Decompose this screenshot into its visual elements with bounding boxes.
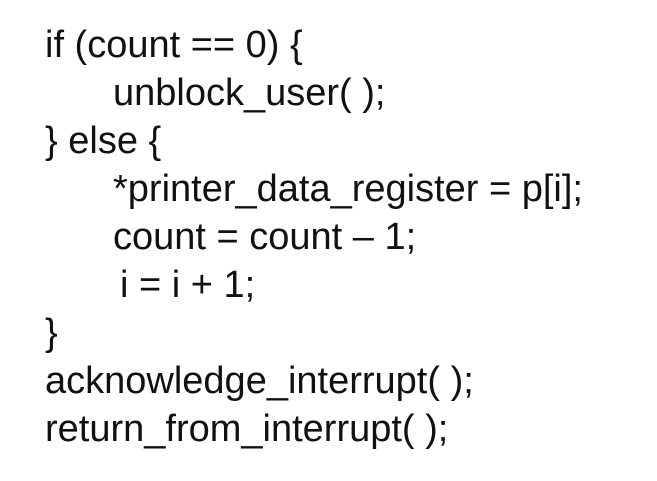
code-line-9: return_from_interrupt( ); [45,408,449,450]
code-line-3: } else { [45,120,162,162]
code-line-2: unblock_user( ); [113,72,386,114]
code-line-6: i = i + 1; [120,264,256,306]
code-line-7: } [45,312,58,354]
code-line-8: acknowledge_interrupt( ); [45,360,474,402]
code-line-5: count = count – 1; [113,216,417,258]
code-line-1: if (count == 0) { [45,24,303,66]
code-line-4: *printer_data_register = p[i]; [113,168,583,210]
